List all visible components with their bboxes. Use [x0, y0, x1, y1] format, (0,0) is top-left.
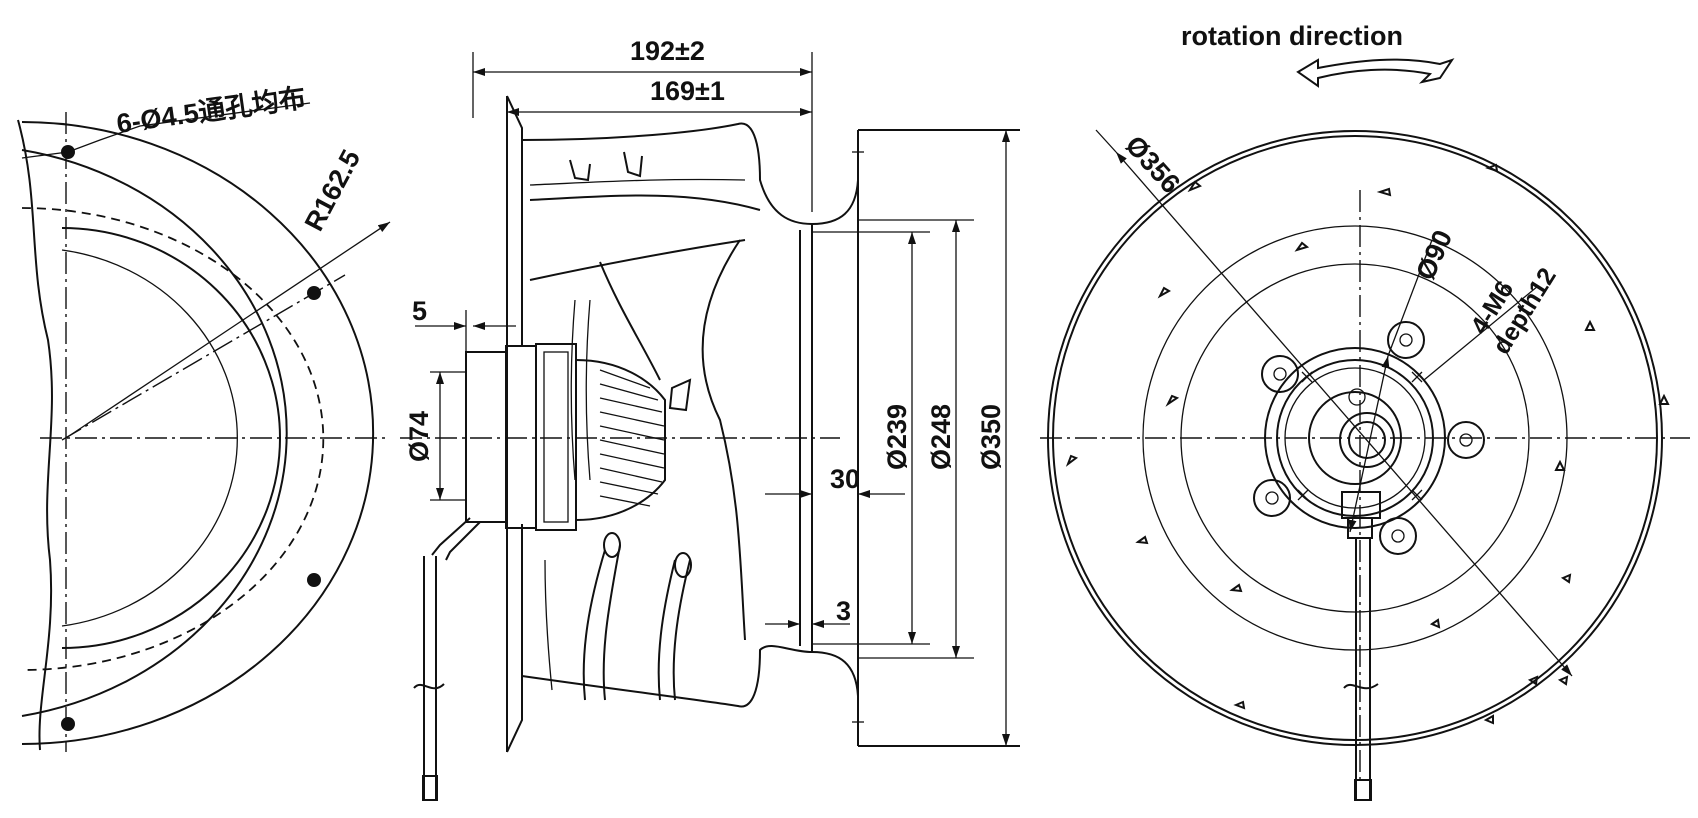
- blade-7: [657, 559, 691, 701]
- motor-fin-lines: [599, 369, 665, 507]
- blade-1: [569, 159, 591, 182]
- dim-hub-diameter: [1348, 355, 1390, 533]
- cable-break-mark: [1343, 683, 1379, 690]
- overall-length-label: 192±2: [630, 36, 705, 66]
- ring-bottom-curve: [811, 651, 859, 746]
- shroud-bottom: [521, 645, 813, 708]
- cable-tip: [1354, 779, 1372, 801]
- ring-outer-arc: [21, 121, 375, 745]
- diagonal-centerline: [61, 274, 346, 441]
- ring-inner-arc-2: [61, 249, 238, 627]
- boss-lower-left: [1253, 479, 1291, 517]
- cable-upper: [431, 517, 471, 556]
- mount-hole-bottom: [61, 717, 75, 731]
- blade-slot-1: [603, 532, 621, 558]
- boss-lower-right-hole: [1391, 529, 1405, 543]
- blade-5: [701, 239, 746, 641]
- radius-label: R162.5: [299, 145, 366, 236]
- cable-end: [422, 775, 438, 801]
- break-line: [17, 119, 53, 751]
- motor-tab: [668, 378, 692, 412]
- dim-hub-diameter-leader: [1387, 239, 1433, 357]
- boss-upper-right-hole: [1399, 333, 1413, 347]
- impeller-length-label: 169±1: [650, 76, 725, 106]
- mount-hole-upper-right: [307, 286, 321, 300]
- rotation-direction-label: rotation direction: [1181, 21, 1403, 51]
- boss-right: [1447, 421, 1485, 459]
- motor-body: [505, 345, 537, 529]
- motor-rotor-inner: [543, 351, 569, 523]
- boss-lower-right: [1379, 517, 1417, 555]
- blade-6: [582, 544, 621, 701]
- hole-note-label: 6-Ø4.5通孔均布: [115, 83, 308, 139]
- motor-rotor: [535, 343, 577, 531]
- motor-flange: [465, 351, 507, 523]
- front-view: rotation direction: [1040, 21, 1690, 801]
- hole-pitch-circle: [21, 207, 325, 671]
- boss-upper-left-hole: [1273, 367, 1287, 381]
- blade-slot-2: [674, 552, 692, 578]
- inlet-inner-diameter-label: Ø239: [882, 404, 912, 470]
- mount-hole-lower-right: [307, 573, 321, 587]
- dim-outer-diameter-leader: [1095, 129, 1117, 153]
- ring-top-curve: [811, 130, 859, 225]
- inlet-depth-label: 30: [830, 464, 860, 494]
- radius-leader: [65, 221, 391, 439]
- shroud-top: [521, 122, 813, 225]
- shroud-inner-top: [529, 194, 761, 211]
- hub-diameter-label: Ø90: [1410, 226, 1458, 285]
- hole-note-leader: [21, 102, 311, 159]
- dim-outer-diameter: [1115, 151, 1573, 677]
- blade-lines: [544, 299, 591, 691]
- boss-right-hole: [1459, 433, 1473, 447]
- blade-slots: [1065, 163, 1670, 725]
- cable-upper-2: [445, 521, 481, 561]
- motor-fins: [575, 359, 666, 521]
- left-view: 6-Ø4.5通孔均布 R162.5: [17, 83, 391, 752]
- thread-leader: [1423, 285, 1539, 381]
- blade-3: [529, 239, 746, 281]
- flange-thickness-label: 5: [412, 296, 427, 326]
- motor-diameter-label: Ø74: [404, 411, 434, 462]
- shroud-inner-top-2: [529, 178, 746, 186]
- inlet-diameter-label: Ø248: [926, 404, 956, 470]
- ring-outer-arc-2: [21, 149, 288, 717]
- back-plate: [506, 95, 523, 753]
- ring-diameter-label: Ø350: [976, 404, 1006, 470]
- cable-break: [413, 683, 445, 690]
- blade-2: [623, 151, 643, 178]
- lip-label: 3: [836, 596, 851, 626]
- blade-4: [599, 261, 661, 381]
- side-view: 192±2 169±1: [400, 36, 1020, 801]
- rotation-arrow: [1296, 58, 1455, 88]
- boss-lower-left-hole: [1265, 491, 1279, 505]
